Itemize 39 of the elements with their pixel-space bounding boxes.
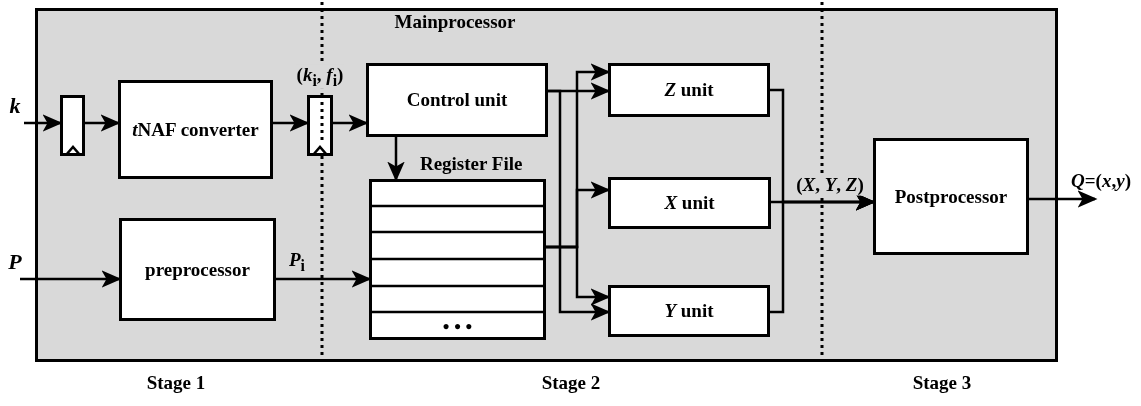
register-symbol — [60, 95, 85, 156]
arrow — [273, 114, 310, 132]
box-label: Y unit — [663, 300, 715, 322]
arrow — [1029, 190, 1098, 208]
box-label: preprocessor — [144, 259, 251, 280]
arrow — [387, 137, 405, 182]
box-label: Control unit — [406, 89, 508, 111]
edge-label: P$_{i}$ — [289, 249, 305, 275]
arrow — [548, 89, 611, 321]
process-box — [366, 63, 548, 137]
process-box — [873, 138, 1029, 255]
process-box — [608, 63, 770, 117]
arrow — [546, 245, 611, 306]
signal-label: (X, Y, Z) — [795, 174, 865, 196]
process-box — [118, 80, 273, 179]
box-label: Postprocessor — [893, 186, 1009, 207]
arrow — [333, 114, 369, 132]
process-box — [119, 218, 276, 321]
box-heading: Register File — [419, 153, 523, 175]
arrow — [770, 193, 876, 314]
edge-label: Q=(x,y) — [1071, 170, 1131, 192]
arrow — [20, 270, 122, 288]
edge-label: k — [9, 93, 21, 119]
ellipsis: • • • — [442, 316, 473, 338]
box-label: tNAF converter — [131, 119, 260, 140]
edge-label: P — [8, 249, 22, 275]
signal-label: (k$_{i}$, f$_{i}$) — [295, 64, 345, 90]
stage-label: Stage 1 — [146, 372, 206, 394]
arrow — [276, 270, 372, 288]
register-symbol — [307, 95, 333, 156]
block-title: Mainprocessor — [394, 11, 516, 33]
stage-label: Stage 3 — [912, 372, 972, 394]
process-box — [608, 177, 771, 229]
box-label: X unit — [663, 192, 716, 214]
process-box — [608, 285, 770, 337]
arrow — [24, 114, 63, 132]
stage-label: Stage 2 — [541, 372, 601, 394]
arrow — [85, 114, 121, 132]
box-label: Z unit — [663, 79, 715, 101]
